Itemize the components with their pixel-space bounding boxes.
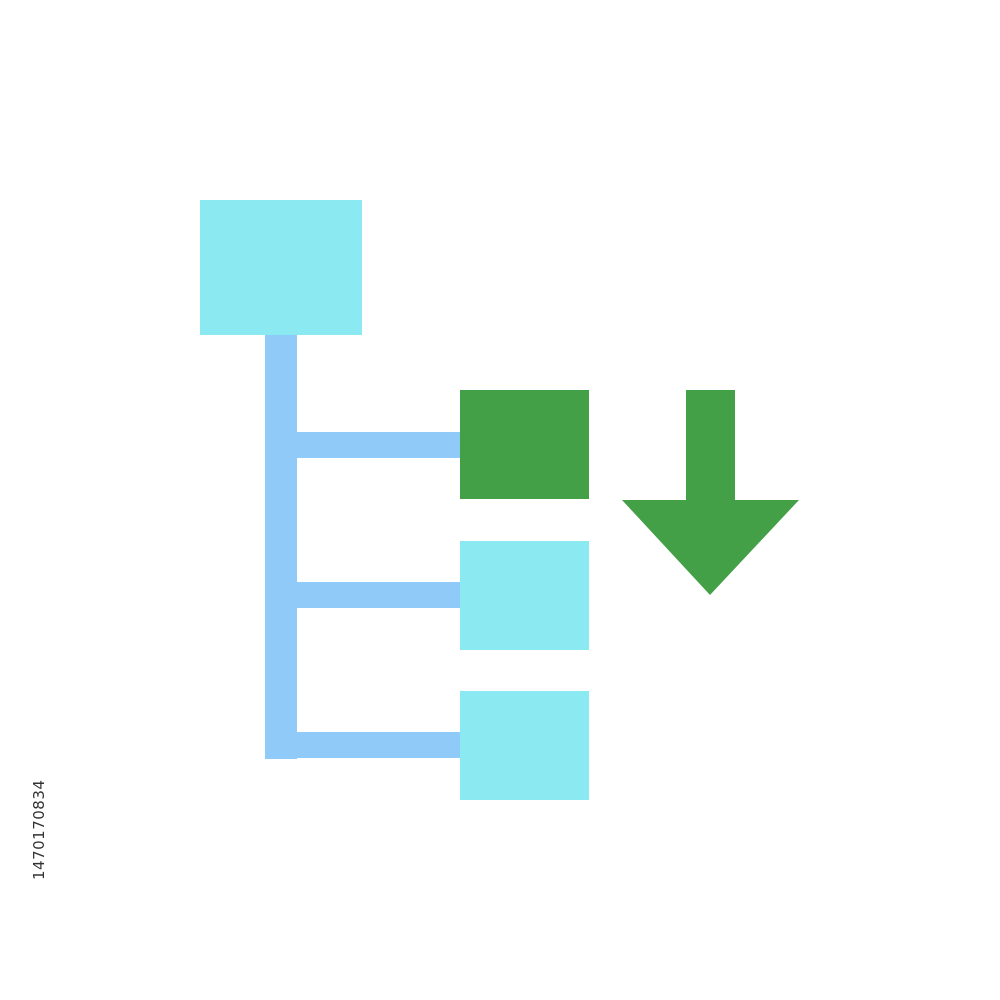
arrow-down-icon <box>622 390 799 595</box>
branch-connector-3 <box>265 732 463 758</box>
trunk-connector <box>265 335 297 759</box>
root-node <box>200 200 362 335</box>
branch-connector-1 <box>265 432 463 458</box>
child-node-2 <box>460 541 589 650</box>
child-node-3 <box>460 691 589 800</box>
tree-connectors <box>265 335 463 759</box>
stock-image-id: 1470170834 <box>30 779 48 880</box>
branch-connector-2 <box>265 582 463 608</box>
child-node-highlighted <box>460 390 589 499</box>
